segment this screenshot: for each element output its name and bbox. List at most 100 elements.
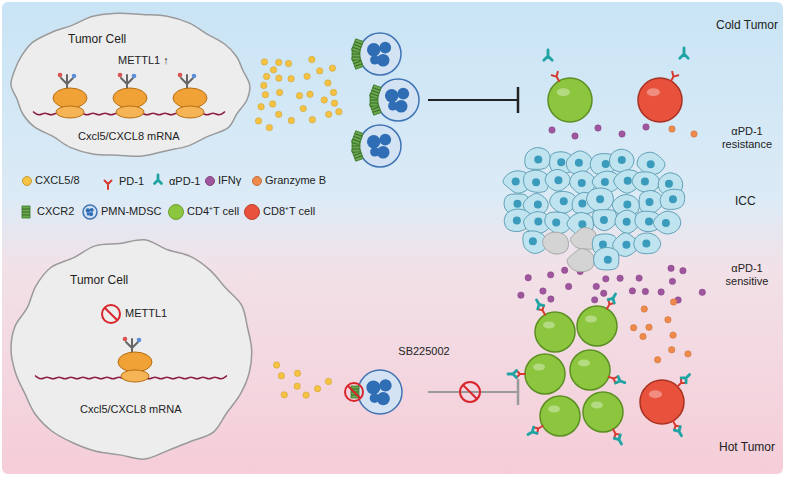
cxcl-dot: [273, 362, 279, 368]
mdsc-nucleus-lobe: [379, 379, 391, 391]
tumor-cell-nucleus: [513, 216, 521, 224]
cell-title: Tumor Cell: [68, 32, 126, 46]
legend-icon: [100, 174, 116, 190]
ifng-dot: [595, 125, 601, 131]
cxcr2-body: [370, 85, 382, 99]
ifng-dot: [642, 288, 648, 294]
inhibitor-label: SB225002: [392, 345, 456, 358]
cxcr2-helix: [353, 42, 363, 50]
anti-pd1-antibody: [508, 371, 517, 378]
cxcl-dot: [269, 101, 275, 107]
tumor-cell-body: [660, 189, 684, 209]
cxcl-dot: [270, 67, 276, 73]
cxcl-dot: [278, 373, 284, 379]
pd1-receptor: [552, 72, 562, 83]
cxcl-dot: [309, 117, 315, 123]
ribosome-small: [176, 106, 204, 118]
ifng-dot: [668, 265, 674, 271]
tumor-cell-nucleus: [578, 199, 586, 207]
dying-tumor-cell: [567, 249, 594, 272]
granzyme-dot: [630, 325, 636, 331]
cxcl-dot: [321, 97, 327, 103]
methyl-mark: [137, 338, 142, 343]
legend-icon: [18, 204, 34, 220]
inhibition-line: [428, 99, 517, 101]
legend-item: CD4⁺T cell: [168, 204, 239, 220]
tumor-cell-body: [632, 172, 659, 192]
pd1-receptor: [675, 378, 686, 389]
ifng-dot: [547, 272, 553, 278]
legend-item: CXCL5/8: [22, 174, 80, 187]
cd4-t-cell: [548, 78, 592, 122]
cell-membrane: [11, 240, 252, 460]
cxcl-dot: [300, 105, 306, 111]
cxcr2-body: [352, 39, 364, 53]
cxcl-dot: [276, 75, 282, 81]
cxcl-dot: [329, 65, 335, 71]
ifng-dot: [525, 275, 531, 281]
cell-title: ICC: [735, 194, 756, 208]
mdsc-nucleus-lobe: [370, 55, 379, 64]
anti-pd1-antibody: [674, 427, 684, 438]
ifng-dot: [548, 296, 554, 302]
group-label: Hot Tumor: [714, 440, 780, 454]
tumor-cell-nucleus: [641, 178, 649, 186]
cell-label: Cxcl5/CXCL8 mRNA: [78, 130, 179, 143]
tumor-cell-nucleus: [532, 178, 540, 186]
pmn-mdsc: [370, 79, 419, 121]
inhibition-line: [428, 391, 517, 393]
legend-icon: [150, 174, 166, 190]
cell-highlight: [533, 363, 545, 370]
tumor-cell-nucleus: [513, 200, 521, 208]
ifng-dot: [593, 283, 599, 289]
ifng-dot: [518, 292, 524, 298]
cxcr2-helix: [353, 134, 363, 142]
prohibition-sign: [102, 305, 120, 323]
cell-membrane: [11, 13, 250, 156]
ifng-dot: [658, 289, 664, 295]
legend-item: Granzyme B: [252, 174, 326, 187]
cxcl-dot: [258, 104, 264, 110]
ifng-dot: [591, 297, 597, 303]
tumor-cell-body: [639, 191, 663, 214]
ifng-dot: [699, 289, 705, 295]
tumor-cell-nucleus: [534, 200, 542, 208]
tumor-cell-body: [593, 210, 617, 231]
cell-highlight: [543, 321, 555, 328]
prohibition-sign: [460, 382, 480, 402]
cxcl-dot: [294, 383, 300, 389]
tumor-cell-nucleus: [623, 201, 631, 209]
cell-label: METTL1 ↑: [118, 54, 169, 67]
legend-swatch: [22, 176, 32, 186]
dying-tumor-cell: [543, 232, 569, 254]
ifng-dot: [643, 124, 649, 130]
cell-highlight: [649, 390, 662, 398]
granzyme-dot: [641, 306, 647, 312]
legend-swatch: [205, 176, 215, 186]
node-shape: [10, 238, 255, 463]
methyl-mark: [72, 74, 77, 79]
ifng-dot: [629, 288, 635, 294]
mdsc-nucleus-lobe: [370, 393, 380, 403]
cxcr2-body: [22, 206, 30, 218]
pmn-mdsc: [352, 125, 401, 167]
mdsc-membrane: [359, 125, 401, 167]
ifng-dot: [636, 275, 642, 281]
cxcl-dot: [261, 59, 267, 65]
tumor-cell-body: [587, 188, 614, 212]
cell-title: Tumor Cell: [70, 273, 128, 287]
methyl-mark: [123, 337, 128, 342]
legend-icon: [82, 204, 98, 220]
cxcl-dot: [304, 73, 310, 79]
cxcl-dot: [309, 56, 315, 62]
ribosome-small: [56, 106, 84, 118]
cxcr2-helix: [371, 88, 381, 96]
legend-item: αPD-1: [150, 174, 200, 190]
tumor-cell-nucleus: [596, 195, 604, 203]
pd1-receptor: [105, 181, 112, 190]
tumor-cell-nucleus: [552, 218, 560, 226]
anti-pd1-antibody: [681, 372, 692, 383]
cxcr2-receptor: [352, 131, 364, 145]
tumor-cell-nucleus: [642, 240, 650, 248]
